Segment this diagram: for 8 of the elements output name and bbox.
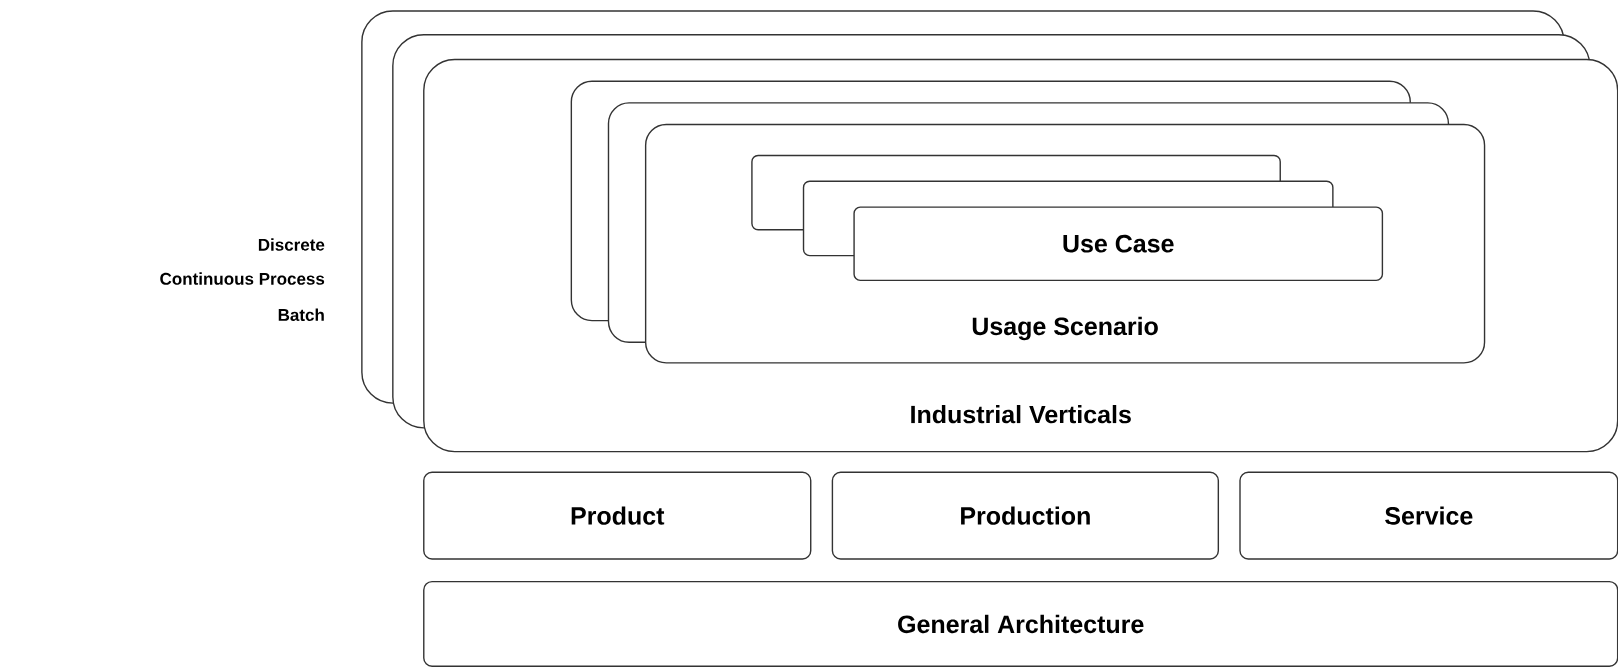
side-label: Continuous Process [160, 272, 325, 285]
label-box: Service [1239, 471, 1618, 560]
label-box: Product [423, 471, 812, 560]
side-label: Discrete [258, 238, 325, 251]
side-label: Batch [278, 308, 324, 321]
label-box: General Architecture [423, 580, 1618, 667]
label-box: Production [831, 471, 1220, 560]
label-box: Use Case [853, 206, 1384, 282]
